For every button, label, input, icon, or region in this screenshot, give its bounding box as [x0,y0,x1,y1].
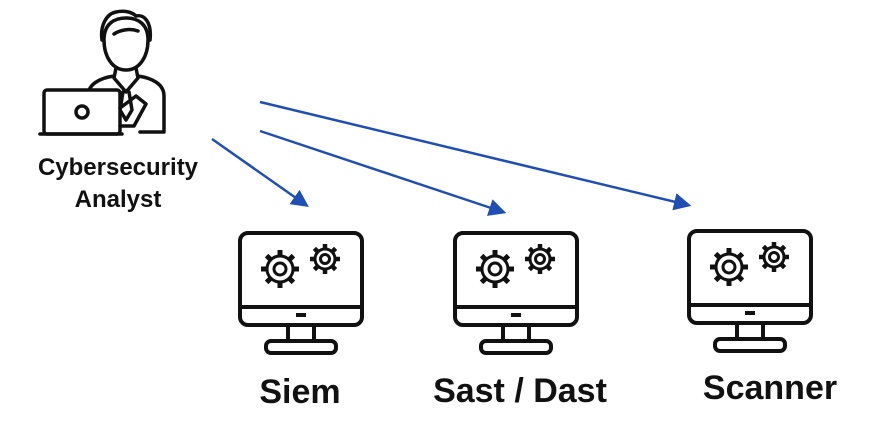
analyst-label: Cybersecurity Analyst [0,152,236,216]
sast-dast-monitor-icon [455,233,577,353]
analyst-at-laptop-icon [38,9,166,136]
scanner-monitor-icon [689,231,811,351]
arrow-to-sast-dast [259,129,507,216]
sast-dast-label: Sast / Dast [433,372,607,410]
arrow-to-siem [211,137,309,208]
analyst-label-line2: Analyst [74,186,162,213]
analyst-label-line1: Cybersecurity [37,154,199,181]
siem-label: Siem [259,373,341,411]
scanner-label: Scanner [702,369,838,407]
arrow-to-scanner [259,100,692,211]
siem-monitor-icon [240,233,362,353]
